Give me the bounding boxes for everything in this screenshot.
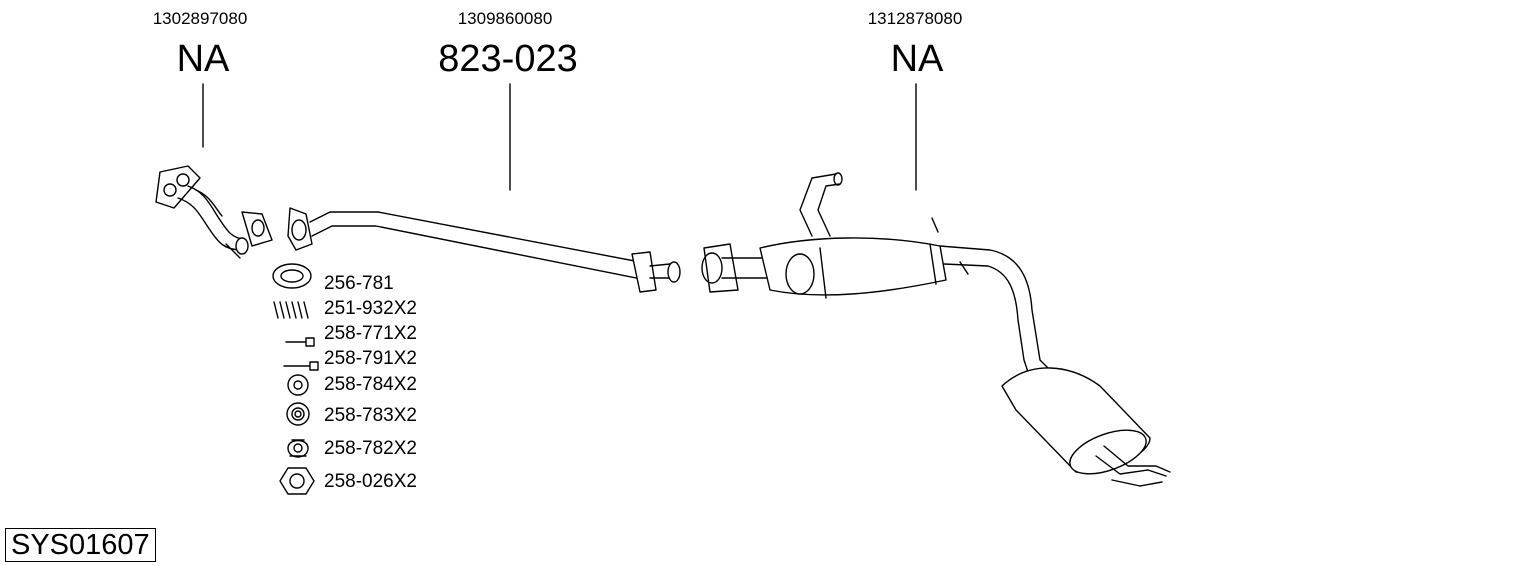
accessory-label: 258-784X2	[324, 374, 417, 395]
accessory-label: 258-791X2	[324, 348, 417, 369]
gasket-ring-inner	[280, 269, 304, 283]
oe-number-rear-section: 1312878080	[867, 9, 963, 28]
rubber-mount-icon-large	[287, 439, 309, 458]
middle-pipe-drawing	[287, 207, 681, 293]
part-number-front-pipe: NA	[176, 38, 230, 80]
spring-icon	[273, 301, 309, 319]
accessory-label: 258-026X2	[324, 471, 417, 492]
rubber-mount-icon-medium	[286, 402, 310, 426]
accessory-label: 258-771X2	[324, 323, 417, 344]
accessory-label: 251-932X2	[324, 298, 417, 319]
accessory-label: 256-781	[324, 273, 394, 294]
oe-number-front-pipe: 1302897080	[152, 9, 248, 28]
diagram-code-label: SYS01607	[5, 528, 156, 562]
part-number-middle-pipe: 823-023	[438, 38, 578, 80]
accessory-icons	[272, 263, 319, 495]
gasket-ring-icon	[272, 263, 312, 289]
front-pipe-drawing	[155, 165, 273, 259]
part-number-rear-section: NA	[890, 38, 944, 80]
hex-nut-icon	[279, 467, 315, 495]
rear-section-drawing	[701, 172, 1171, 487]
accessory-label: 258-783X2	[324, 405, 417, 426]
accessory-label: 258-782X2	[324, 438, 417, 459]
bolt-icon-long	[283, 361, 319, 371]
oe-number-middle-pipe: 1309860080	[457, 9, 553, 28]
rubber-mount-icon-small	[287, 374, 309, 396]
bolt-icon-short	[285, 337, 315, 347]
